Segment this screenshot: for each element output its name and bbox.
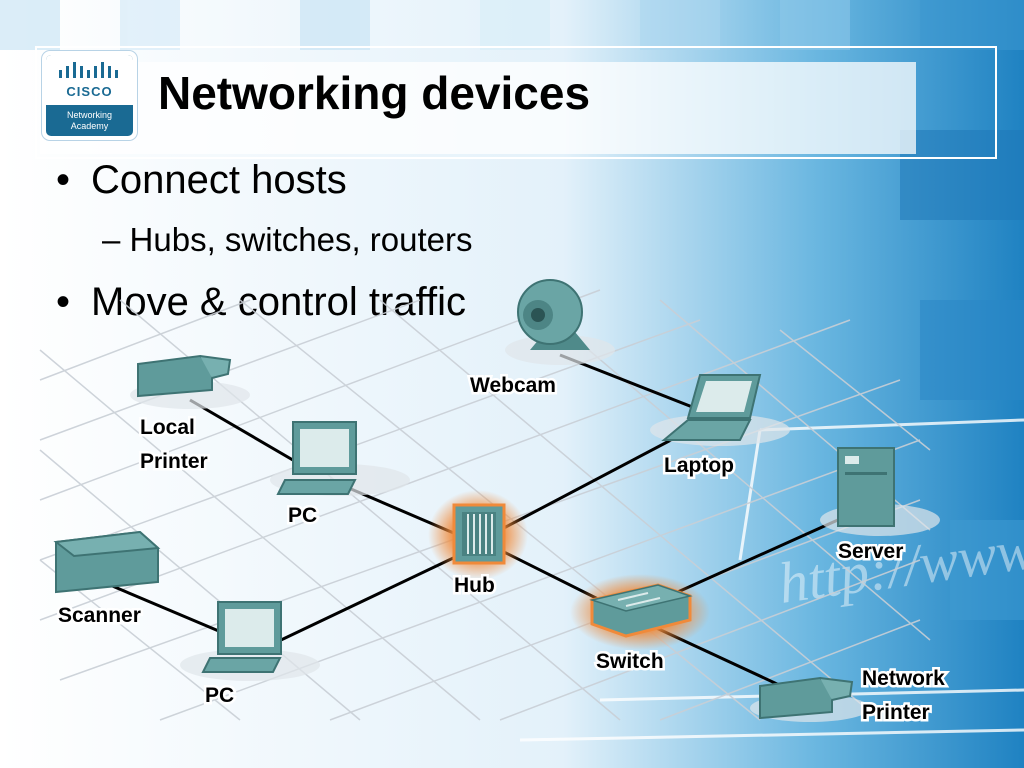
logo-subtitle-line2: Academy xyxy=(70,121,109,131)
bullet-text: Connect hosts xyxy=(91,158,347,202)
bullet-dot: • xyxy=(56,158,71,202)
pc-top-icon[interactable] xyxy=(270,421,410,496)
slide-title: Networking devices xyxy=(158,67,591,119)
webcam-icon[interactable] xyxy=(505,279,615,365)
link-hub-pc-bottom xyxy=(259,548,471,652)
label-server: Server xyxy=(838,540,903,563)
laptop-icon[interactable] xyxy=(650,374,790,446)
cisco-bars-icon xyxy=(59,62,118,78)
switch-icon[interactable] xyxy=(570,574,710,650)
server-icon[interactable] xyxy=(820,447,940,536)
local-printer-icon[interactable] xyxy=(130,354,250,409)
label-hub: Hub xyxy=(454,574,495,597)
label-switch: Switch xyxy=(596,650,664,673)
label-network-printer-line1: Network xyxy=(862,667,945,690)
scanner-icon[interactable] xyxy=(53,530,161,594)
logo-subtitle: Networking Academy xyxy=(46,110,133,132)
bullet-item: • Connect hosts xyxy=(56,158,347,203)
bullet-item: • Move & control traffic xyxy=(56,280,466,325)
hub-icon[interactable] xyxy=(428,490,528,580)
sub-bullet-item: – Hubs, switches, routers xyxy=(102,221,473,259)
bullet-text: Move & control traffic xyxy=(91,280,466,324)
bullet-dot: • xyxy=(56,280,71,324)
sub-bullet-text: Hubs, switches, routers xyxy=(129,221,473,258)
logo-subtitle-line1: Networking xyxy=(66,110,113,120)
label-local-printer-line2: Printer xyxy=(140,450,208,473)
label-pc-top: PC xyxy=(288,504,317,527)
network-printer-icon[interactable] xyxy=(750,676,870,722)
label-laptop: Laptop xyxy=(664,454,734,477)
logo-wordmark: CISCO xyxy=(66,84,113,99)
label-network-printer-line2: Printer xyxy=(862,701,930,724)
label-webcam: Webcam xyxy=(470,374,556,397)
label-scanner: Scanner xyxy=(58,604,141,627)
sub-bullet-dash: – xyxy=(102,221,130,258)
cisco-networking-academy-logo: CISCO Networking Academy xyxy=(42,51,137,140)
link-webcam-laptop xyxy=(559,353,701,412)
link-laptop-hub xyxy=(499,428,691,532)
label-pc-bottom: PC xyxy=(205,684,234,707)
pc-bottom-icon[interactable] xyxy=(180,601,320,681)
link-local-printer-pc xyxy=(189,398,311,472)
label-local-printer-line1: Local xyxy=(140,416,195,439)
